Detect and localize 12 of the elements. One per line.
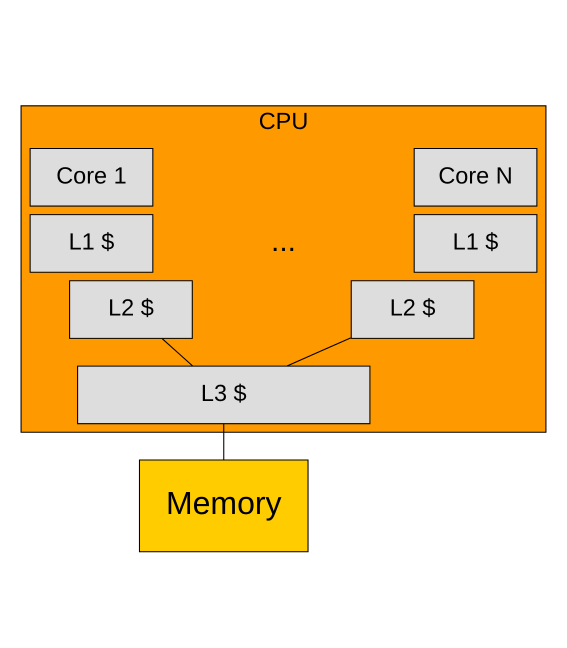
label: ...	[271, 224, 296, 258]
connector	[162, 338, 194, 366]
node-box: Core N	[414, 147, 538, 206]
node-box: Memory	[138, 458, 309, 552]
node-box: Core 1	[30, 147, 154, 206]
node-box: L1 $	[414, 214, 538, 272]
connector	[286, 336, 351, 366]
node-box: L3 $	[77, 365, 370, 424]
connector	[223, 423, 224, 460]
node-box: L1 $	[30, 214, 154, 272]
node-box: L2 $	[69, 280, 193, 338]
node-box: L2 $	[350, 280, 474, 338]
